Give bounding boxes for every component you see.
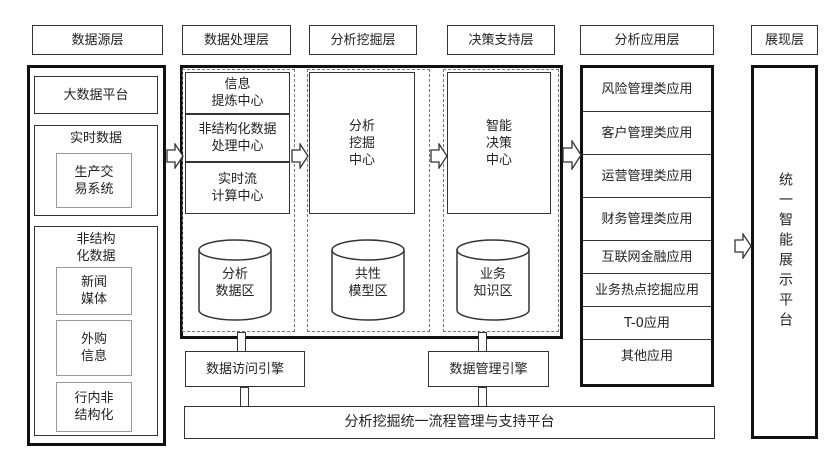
business-knowledge-zone-cylinder: 业务 知识区 — [455, 238, 531, 322]
processing-zone — [182, 69, 295, 332]
connector — [478, 387, 487, 407]
common-model-zone-label: 共性 模型区 — [348, 267, 388, 299]
data-management-engine: 数据管理引擎 — [428, 351, 549, 387]
arrow-right-icon — [430, 143, 448, 169]
stream-computing-center: 实时流 计算中心 — [185, 162, 290, 214]
app-item: 财务管理类应用 — [583, 198, 711, 241]
arrow-right-icon — [166, 143, 184, 169]
arrow-right-icon — [562, 140, 582, 170]
header-presentation: 展现层 — [751, 25, 818, 55]
header-analysis-application: 分析应用层 — [580, 25, 714, 55]
connector — [478, 332, 487, 352]
unstructured-processing-center: 非结构化数据 处理中心 — [185, 114, 290, 162]
analysis-data-zone-label: 分析 数据区 — [215, 267, 255, 299]
unstructured-data-label: 非结构 化数据 — [76, 232, 116, 264]
unified-display-label: 统一智能展示平台 — [777, 172, 793, 332]
production-trading-system: 生产交 易系统 — [56, 153, 132, 208]
header-data-source: 数据源层 — [32, 25, 163, 55]
in-bank-unstructured: 行内非 结构化 — [56, 382, 132, 432]
decision-zone — [443, 69, 559, 332]
purchased-info: 外购 信息 — [56, 320, 132, 376]
cylinder-shape — [331, 239, 405, 321]
news-media: 新闻 媒体 — [56, 267, 132, 315]
data-access-engine: 数据访问引擎 — [185, 351, 305, 387]
app-item: 互联网金融应用 — [583, 241, 711, 274]
business-knowledge-zone-label: 业务 知识区 — [473, 267, 513, 299]
app-item: 运营管理类应用 — [583, 155, 711, 198]
unified-process-platform: 分析挖掘统一流程管理与支持平台 — [184, 406, 715, 439]
app-item: 业务热点挖掘应用 — [583, 274, 711, 307]
info-refining-center: 信息 提炼中心 — [185, 72, 290, 114]
common-model-zone-cylinder: 共性 模型区 — [330, 238, 406, 322]
analysis-data-zone-cylinder: 分析 数据区 — [197, 238, 273, 322]
app-item: 客户管理类应用 — [583, 112, 711, 155]
app-item: 风险管理类应用 — [583, 68, 711, 112]
arrow-right-icon — [291, 143, 309, 169]
smart-decision-center: 智能 决策 中心 — [447, 72, 551, 214]
header-decision-support: 决策支持层 — [447, 25, 555, 55]
arrow-right-icon — [734, 233, 752, 259]
big-data-platform: 大数据平台 — [34, 76, 158, 114]
application-panel: 风险管理类应用客户管理类应用运营管理类应用财务管理类应用互联网金融应用业务热点挖… — [580, 65, 714, 387]
cylinder-shape — [456, 239, 530, 321]
realtime-data-label: 实时数据 — [69, 131, 122, 146]
connector — [240, 387, 249, 407]
cylinder-shape — [198, 239, 272, 321]
unified-display-platform: 统一智能展示平台 — [751, 65, 818, 439]
header-data-processing: 数据处理层 — [182, 25, 291, 55]
app-item: T-0应用 — [583, 307, 711, 340]
app-list: 风险管理类应用客户管理类应用运营管理类应用财务管理类应用互联网金融应用业务热点挖… — [583, 68, 711, 384]
connector — [237, 332, 246, 352]
app-item: 其他应用 — [620, 349, 673, 364]
analysis-mining-center: 分析 挖掘 中心 — [309, 72, 415, 214]
header-analysis-mining: 分析挖掘层 — [309, 25, 417, 55]
mining-zone — [307, 69, 430, 332]
